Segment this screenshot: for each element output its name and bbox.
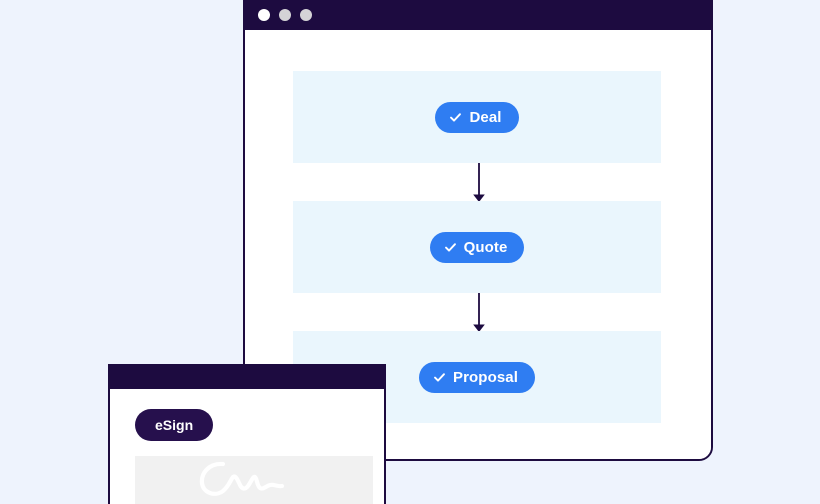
flow-badge-proposal[interactable]: Proposal — [419, 361, 535, 393]
check-icon — [433, 371, 446, 384]
flow-badge-quote-label: Quote — [463, 238, 508, 256]
flow-row-deal: Deal — [293, 71, 661, 163]
flow-badge-proposal-label: Proposal — [453, 368, 518, 386]
window-dot-close-icon[interactable] — [258, 8, 270, 21]
esign-window-body: eSign — [110, 389, 384, 504]
flow-row-quote: Quote — [293, 201, 661, 293]
window-dot-maximize-icon[interactable] — [300, 8, 312, 21]
signature-pad[interactable] — [135, 456, 373, 504]
window-dot-minimize-icon[interactable] — [279, 8, 291, 21]
flow-badge-quote[interactable]: Quote — [429, 231, 525, 263]
signature-stroke-icon — [199, 461, 285, 496]
flow-badge-deal-label: Deal — [469, 108, 502, 126]
esign-badge[interactable]: eSign — [135, 409, 214, 441]
workflow-window-titlebar — [245, 0, 711, 30]
flow-arrow-quote-to-proposal — [245, 293, 711, 333]
flow-badge-deal[interactable]: Deal — [435, 101, 519, 133]
check-icon — [449, 111, 462, 124]
esign-window: eSign — [108, 364, 386, 504]
check-icon — [444, 241, 457, 254]
flow-arrow-deal-to-quote — [245, 163, 711, 203]
esign-badge-label: eSign — [155, 417, 194, 433]
esign-window-titlebar — [110, 366, 384, 389]
